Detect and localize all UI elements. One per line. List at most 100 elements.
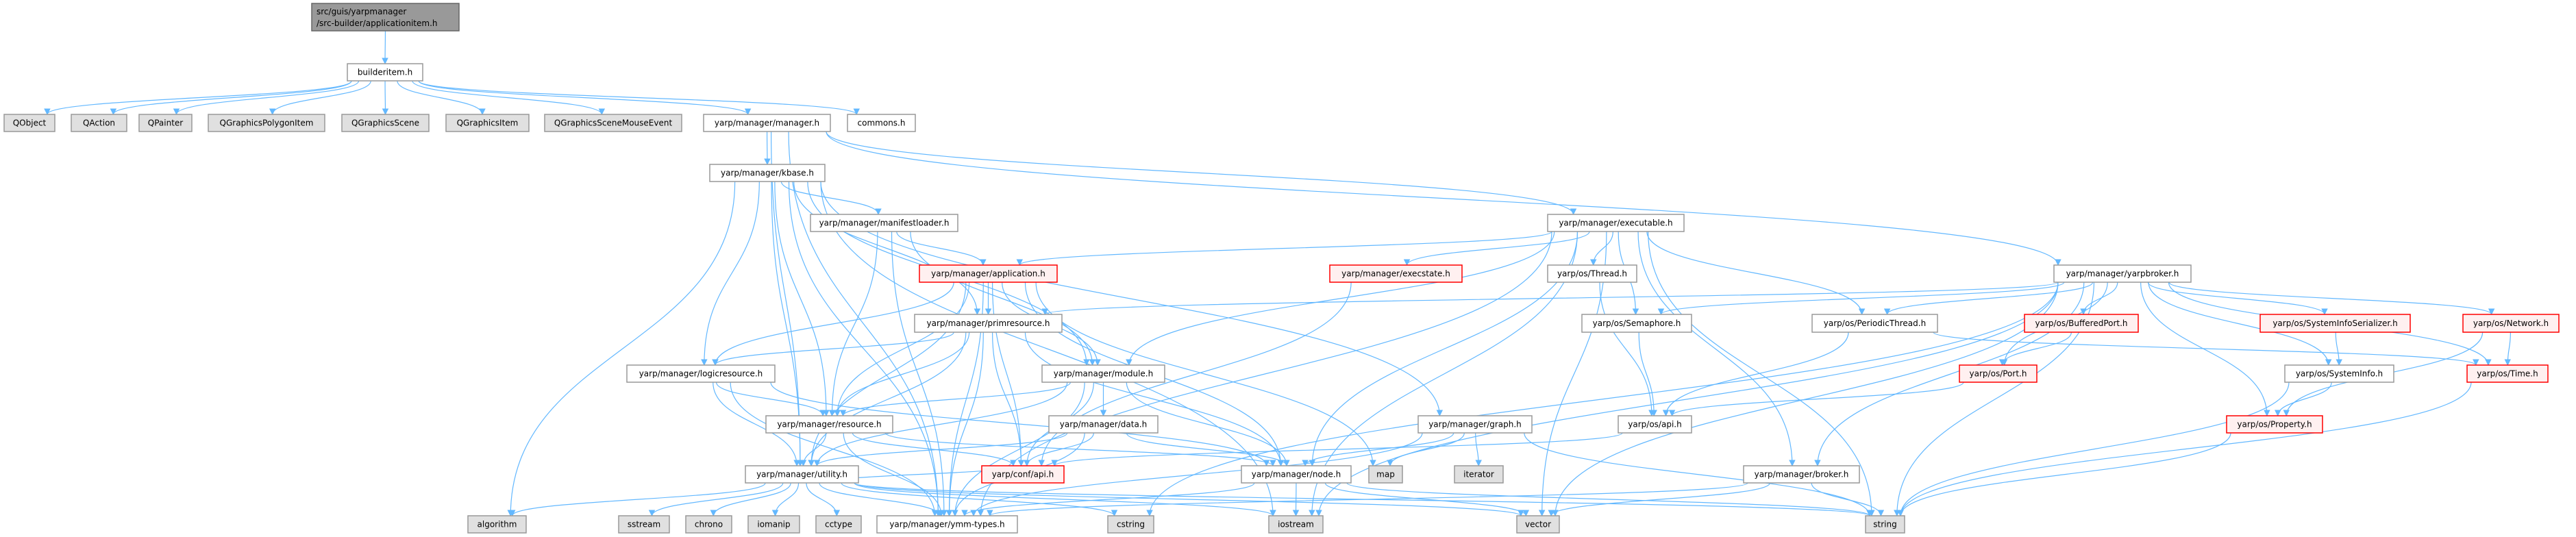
- node-box: [2466, 364, 2549, 383]
- edge-periodicthread-to-time: [1933, 332, 2479, 366]
- node-logicresource[interactable]: yarp/manager/logicresource.h: [626, 364, 776, 383]
- edge-resource-to-confapi: [852, 432, 1017, 466]
- node-sysinfoser[interactable]: yarp/os/SystemInfoSerializer.h: [2259, 314, 2411, 333]
- node-yarpbroker[interactable]: yarp/manager/yarpbroker.h: [2053, 264, 2192, 283]
- edge-yarpbroker-to-sysinfo: [2148, 282, 2332, 366]
- node-box: [914, 314, 1063, 333]
- node-box: [1959, 364, 2038, 383]
- node-executable[interactable]: yarp/manager/executable.h: [1547, 214, 1685, 232]
- node-root[interactable]: src/guis/yarpmanager/src-builder/applica…: [311, 3, 460, 32]
- edge-utility-to-iostream: [854, 482, 1276, 516]
- node-label: yarp/os/PeriodicThread.h: [1824, 319, 1926, 328]
- edge-primresource-to-utility: [808, 332, 967, 466]
- node-box: [685, 515, 732, 534]
- edge-yarpbroker-to-cstring: [1146, 282, 2059, 516]
- edge-builderitem-to-QObject: [44, 80, 352, 115]
- node-label: yarp/manager/utility.h: [756, 470, 847, 479]
- edge-resource-to-ymmtypes: [843, 432, 945, 516]
- node-periodicthread[interactable]: yarp/os/PeriodicThread.h: [1811, 314, 1938, 333]
- edge-kbase-to-ymmtypes: [788, 181, 942, 516]
- node-box: [709, 164, 826, 182]
- node-kbase[interactable]: yarp/manager/kbase.h: [709, 164, 826, 182]
- node-label: QGraphicsItem: [457, 118, 519, 128]
- node-label: yarp/manager/manager.h: [715, 118, 819, 128]
- node-label: yarp/manager/application.h: [931, 269, 1045, 279]
- edge-logicresource-to-utility: [713, 382, 800, 466]
- node-execstate[interactable]: yarp/manager/execstate.h: [1329, 264, 1463, 283]
- node-application[interactable]: yarp/manager/application.h: [919, 264, 1058, 283]
- edge-yarpbroker-to-primresource: [1042, 282, 2059, 315]
- node-label: yarp/manager/executable.h: [1559, 218, 1672, 228]
- node-box: [703, 114, 831, 132]
- node-resource[interactable]: yarp/manager/resource.h: [765, 415, 893, 434]
- node-sysinfo[interactable]: yarp/os/SystemInfo.h: [2284, 364, 2394, 383]
- node-ymmtypes[interactable]: yarp/manager/ymm-types.h: [876, 515, 1018, 534]
- node-bufferedport[interactable]: yarp/os/BufferedPort.h: [2024, 314, 2139, 333]
- node-commons[interactable]: commons.h: [847, 114, 916, 132]
- edge-resource-to-node: [884, 432, 1276, 466]
- edge-utility-to-algorithm: [509, 482, 766, 516]
- node-primresource[interactable]: yarp/manager/primresource.h: [914, 314, 1063, 333]
- node-time[interactable]: yarp/os/Time.h: [2466, 364, 2549, 383]
- node-box: [618, 515, 670, 534]
- edge-network-to-time: [2504, 332, 2512, 366]
- node-manifestloader[interactable]: yarp/manager/manifestloader.h: [810, 214, 958, 232]
- edge-builderitem-to-QPainter: [173, 80, 360, 115]
- node-label: yarp/os/Time.h: [2477, 369, 2538, 379]
- node-osapi[interactable]: yarp/os/api.h: [1618, 415, 1692, 434]
- edge-application-to-resource: [834, 282, 970, 416]
- edge-utility-to-vector: [854, 482, 1524, 516]
- node-port[interactable]: yarp/os/Port.h: [1959, 364, 2038, 383]
- node-label: yarp/os/SystemInfo.h: [2296, 369, 2383, 379]
- node-box: [1547, 214, 1685, 232]
- node-box: [919, 264, 1058, 283]
- node-label: yarp/manager/resource.h: [777, 420, 881, 429]
- node-label: iostream: [1278, 520, 1314, 529]
- node-property[interactable]: yarp/os/Property.h: [2226, 415, 2323, 434]
- node-box: [2284, 364, 2394, 383]
- node-confapi[interactable]: yarp/conf/api.h: [981, 465, 1065, 484]
- edge-application-to-logicresource: [712, 282, 954, 366]
- node-network[interactable]: yarp/os/Network.h: [2462, 314, 2560, 333]
- node-label: yarp/os/api.h: [1628, 420, 1681, 429]
- node-label: commons.h: [858, 118, 906, 128]
- node-semaphore[interactable]: yarp/os/Semaphore.h: [1581, 314, 1692, 333]
- node-QAction: QAction: [71, 114, 127, 132]
- node-QObject: QObject: [3, 114, 55, 132]
- edge-broker-to-string: [1811, 482, 1885, 516]
- node-label: cstring: [1117, 520, 1145, 529]
- node-box: [2226, 415, 2323, 434]
- node-box: [1618, 415, 1692, 434]
- node-label: yarp/manager/module.h: [1054, 369, 1153, 379]
- node-graph[interactable]: yarp/manager/graph.h: [1417, 415, 1533, 434]
- node-label: yarp/conf/api.h: [992, 470, 1054, 479]
- node-box: [208, 114, 325, 132]
- node-thread[interactable]: yarp/os/Thread.h: [1547, 264, 1637, 283]
- node-utility[interactable]: yarp/manager/utility.h: [745, 465, 859, 484]
- node-node[interactable]: yarp/manager/node.h: [1241, 465, 1352, 484]
- node-manager[interactable]: yarp/manager/manager.h: [703, 114, 831, 132]
- node-label: yarp/manager/execstate.h: [1341, 269, 1450, 279]
- node-string: string: [1865, 515, 1905, 534]
- edge-utility-to-cstring: [841, 482, 1118, 516]
- node-label: yarp/os/Port.h: [1970, 369, 2027, 379]
- node-QGraphicsSceneMouseEvent: QGraphicsSceneMouseEvent: [544, 114, 682, 132]
- node-cctype: cctype: [815, 515, 862, 534]
- edge-yarpbroker-to-property: [2140, 282, 2270, 416]
- node-box: [467, 515, 527, 534]
- node-label: /src-builder/applicationitem.h: [317, 18, 437, 28]
- node-iostream: iostream: [1268, 515, 1324, 534]
- node-data[interactable]: yarp/manager/data.h: [1048, 415, 1159, 434]
- edge-data-to-node: [1126, 432, 1290, 466]
- edge-primresource-to-logicresource: [712, 332, 954, 366]
- node-module[interactable]: yarp/manager/module.h: [1041, 364, 1165, 383]
- node-algorithm: algorithm: [467, 515, 527, 534]
- node-broker[interactable]: yarp/manager/broker.h: [1743, 465, 1860, 484]
- edge-utility-to-ymmtypes: [819, 482, 943, 516]
- node-label: cctype: [825, 520, 852, 529]
- edge-builderitem-to-QAction: [110, 80, 352, 115]
- node-label: builderitem.h: [358, 68, 412, 77]
- edge-node-to-vector: [1324, 482, 1530, 516]
- node-builderitem[interactable]: builderitem.h: [347, 63, 423, 82]
